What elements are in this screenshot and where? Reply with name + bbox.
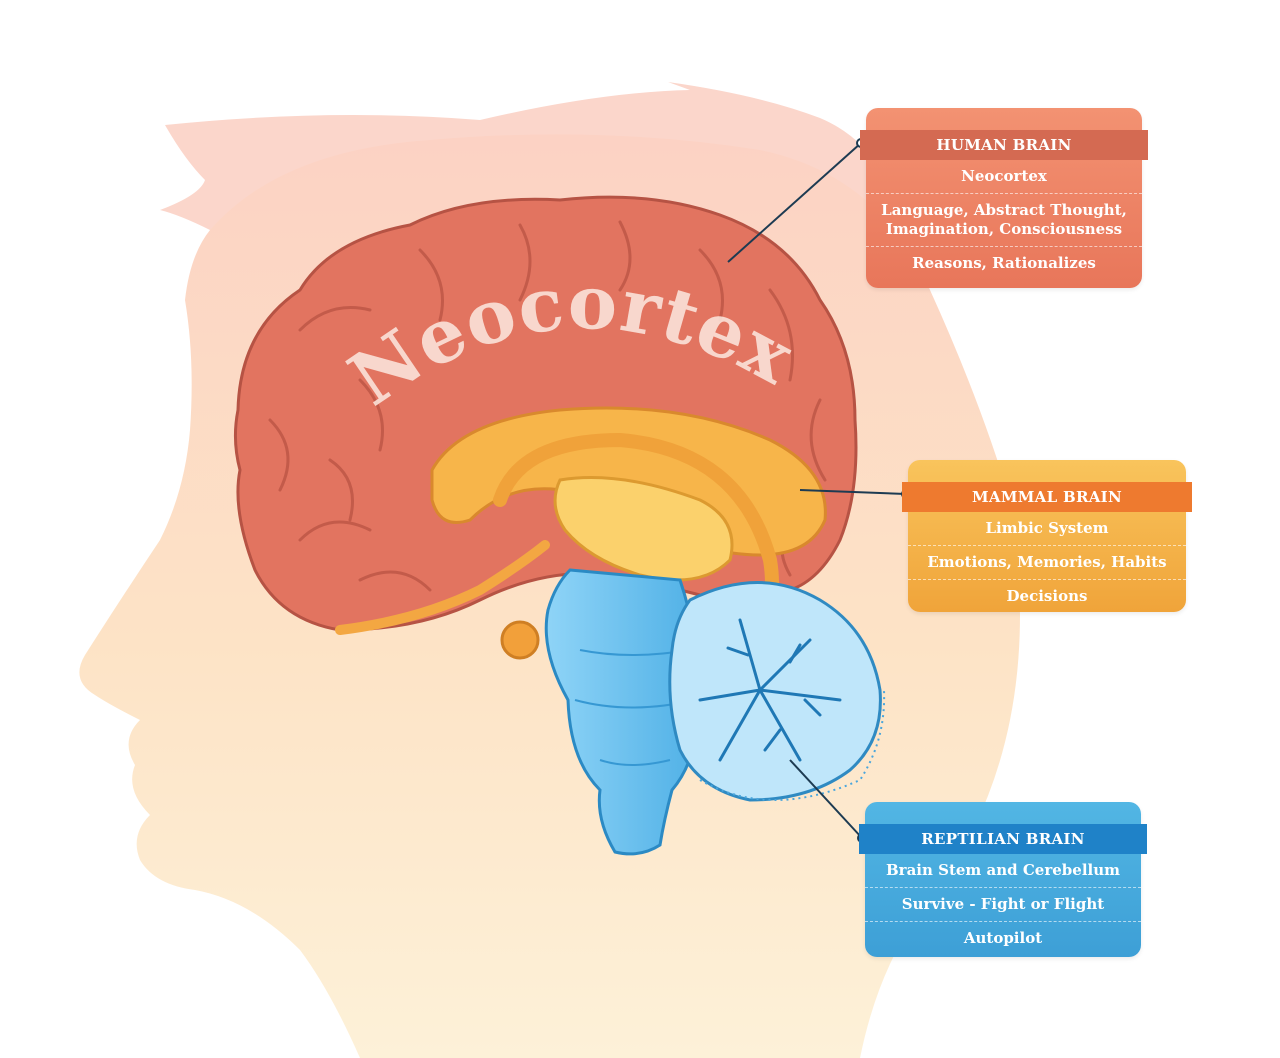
reptilian-brain-title: REPTILIAN BRAIN bbox=[859, 824, 1147, 854]
human-brain-line-3: Reasons, Rationalizes bbox=[866, 246, 1142, 280]
human-brain-card: HUMAN BRAIN Neocortex Language, Abstract… bbox=[866, 108, 1142, 288]
reptilian-brain-line-2: Survive - Fight or Flight bbox=[865, 887, 1141, 921]
mammal-brain-line-2: Emotions, Memories, Habits bbox=[908, 545, 1186, 579]
human-brain-line-2a: Language, Abstract Thought, bbox=[881, 201, 1127, 219]
human-brain-title: HUMAN BRAIN bbox=[860, 130, 1148, 160]
mammal-brain-card: MAMMAL BRAIN Limbic System Emotions, Mem… bbox=[908, 460, 1186, 612]
reptilian-brain-card: REPTILIAN BRAIN Brain Stem and Cerebellu… bbox=[865, 802, 1141, 957]
reptilian-brain-line-1: Brain Stem and Cerebellum bbox=[865, 854, 1141, 887]
human-brain-line-2: Language, Abstract Thought, Imagination,… bbox=[866, 193, 1142, 246]
mammal-brain-line-3: Decisions bbox=[908, 579, 1186, 613]
mammal-brain-title: MAMMAL BRAIN bbox=[902, 482, 1192, 512]
human-brain-line-1: Neocortex bbox=[866, 160, 1142, 193]
amygdala-shape bbox=[502, 622, 538, 658]
human-brain-line-2b: Imagination, Consciousness bbox=[886, 220, 1122, 238]
reptilian-brain-line-3: Autopilot bbox=[865, 921, 1141, 955]
mammal-brain-line-1: Limbic System bbox=[908, 512, 1186, 545]
